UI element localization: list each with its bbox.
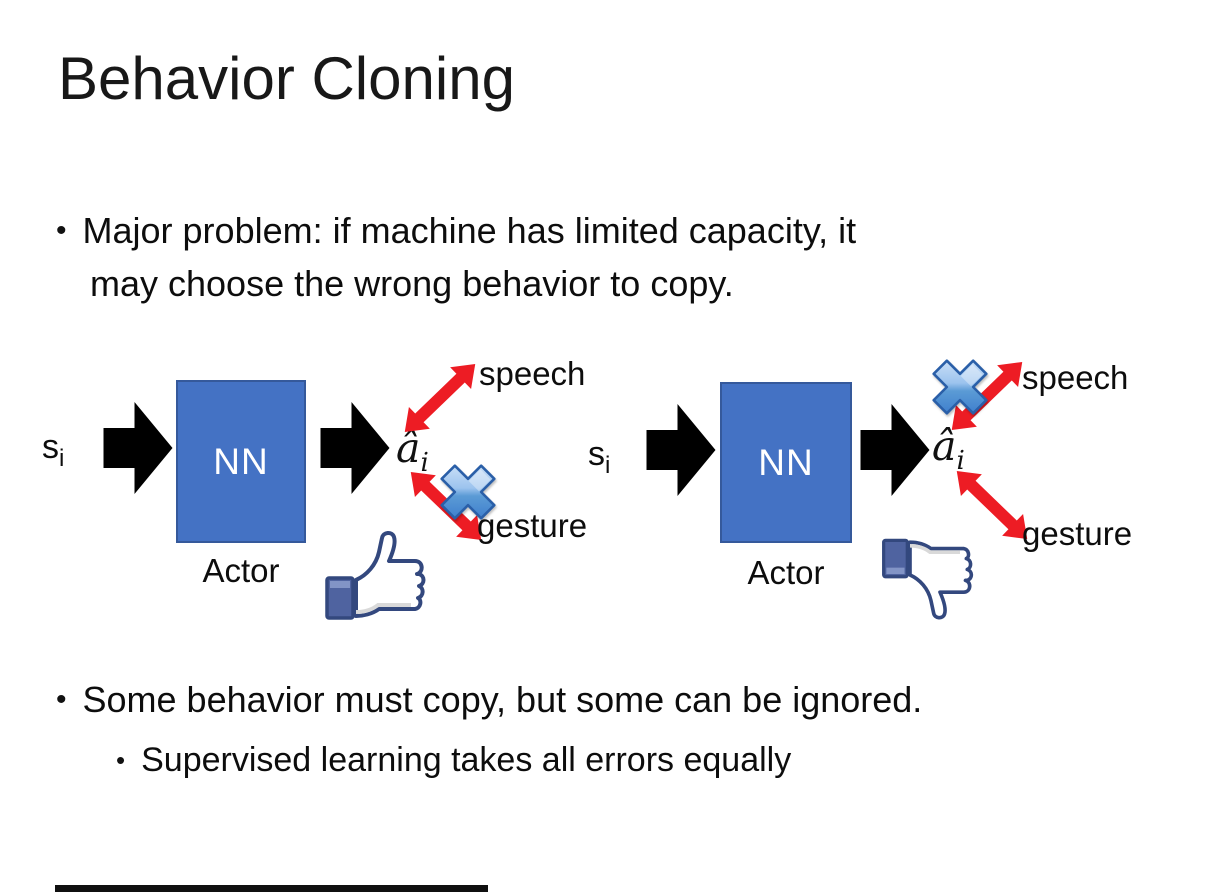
reject-cross-icon: [929, 356, 991, 418]
nn-box-label: NN: [758, 441, 814, 483]
bullet-marker: •: [116, 745, 126, 775]
reject-cross-icon: [437, 461, 499, 523]
speech-label: speech: [1022, 359, 1129, 396]
bullet-some-behavior-text: Some behavior must copy, but some can be…: [82, 679, 923, 720]
nn-actor-box: NN: [176, 380, 306, 543]
bullet-supervised-learning-text: Supervised learning takes all errors equ…: [141, 741, 792, 779]
nn-actor-box: NN: [720, 382, 852, 543]
thumbs-up-icon: [325, 530, 426, 620]
actor-label: Actor: [747, 554, 825, 591]
bullet-marker: •: [56, 214, 67, 247]
predicted-action-label: âi: [396, 424, 429, 479]
speech-connection-arrow-icon: [394, 353, 486, 443]
cropped-text-bar: [55, 885, 488, 892]
bullet-major-problem-line1: Major problem: if machine has limited ca…: [82, 210, 857, 251]
predicted-action-label: âi: [932, 422, 965, 477]
input-state-label: si: [42, 428, 65, 472]
input-state-label: si: [588, 435, 611, 479]
flow-arrow-icon: [860, 404, 930, 496]
speech-label: speech: [479, 355, 586, 392]
bullet-marker: •: [56, 683, 67, 716]
gesture-label: gesture: [1022, 515, 1133, 552]
actor-label: Actor: [202, 552, 280, 589]
gesture-label: gesture: [477, 507, 588, 544]
bullet-some-behavior: • Some behavior must copy, but some can …: [56, 674, 922, 726]
bullet-major-problem-line2: may choose the wrong behavior to copy.: [90, 263, 734, 304]
thumbs-down-icon: [881, 538, 974, 620]
bullet-major-problem: • Major problem: if machine has limited …: [56, 205, 856, 257]
nn-box-label: NN: [213, 440, 269, 482]
bullet-supervised-learning: • Supervised learning takes all errors e…: [116, 736, 791, 784]
flow-arrow-icon: [320, 402, 390, 494]
slide-title: Behavior Cloning: [58, 45, 515, 112]
flow-arrow-icon: [646, 404, 716, 496]
flow-arrow-icon: [103, 402, 173, 494]
